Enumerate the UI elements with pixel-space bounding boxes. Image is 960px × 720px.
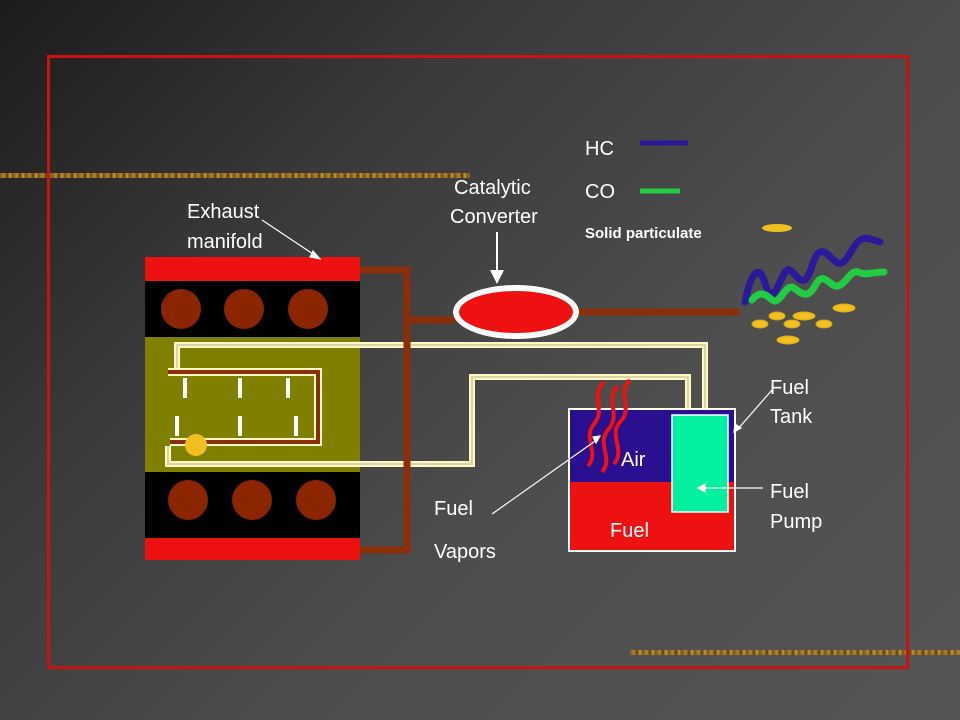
exhaust-manifold-label-line2: manifold — [187, 231, 263, 253]
label-pointers — [261, 219, 773, 515]
cylinder — [161, 289, 201, 329]
tank-fuel-label: Fuel — [610, 520, 649, 542]
cylinder — [224, 289, 264, 329]
decorative-band-bottom — [630, 650, 960, 655]
fuel-rail — [168, 368, 322, 456]
legend-hc-label: HC — [585, 138, 614, 160]
fuel-vapors-label-line2: Vapors — [434, 541, 496, 563]
cylinder — [232, 480, 272, 520]
exhaust-manifold-label-line1: Exhaust — [187, 201, 260, 223]
exhaust-pipes — [360, 266, 740, 554]
engine — [145, 257, 360, 560]
legend-particulate-label: Solid particulate — [585, 225, 702, 242]
legend-co-label: CO — [585, 181, 615, 203]
fuel-tank-label-line1: Fuel — [770, 377, 809, 399]
cylinder — [168, 480, 208, 520]
fuel-tank — [568, 378, 736, 552]
fuel-tank-label-line2: Tank — [770, 406, 813, 428]
cylinder — [288, 289, 328, 329]
slide-frame — [47, 55, 909, 669]
fuel-lines — [165, 342, 708, 467]
engine-block — [145, 337, 360, 472]
vapor-wave — [600, 384, 620, 474]
fuel-injector-node — [185, 434, 207, 456]
converter-arrowhead — [490, 270, 504, 284]
emission-waves — [741, 234, 888, 306]
fuel-pump-label-line1: Fuel — [770, 481, 809, 503]
fuel-pump-label-line2: Pump — [770, 511, 823, 533]
exhaust-manifold-bottom — [145, 538, 360, 560]
particulates — [751, 303, 856, 345]
fuel-pump — [671, 414, 729, 513]
legend-particulate-swatch — [762, 224, 792, 232]
fuel-vapors-label-line1: Fuel — [434, 498, 473, 520]
cylinder — [296, 480, 336, 520]
exhaust-manifold-top — [145, 257, 360, 281]
legend — [640, 140, 792, 232]
vapor-wave — [586, 380, 606, 468]
catalytic-converter — [453, 285, 579, 339]
catalytic-converter-label-line2: Converter — [450, 206, 538, 228]
decorative-band-top — [0, 173, 470, 178]
catalytic-converter-label-line1: Catalytic — [454, 177, 531, 199]
vapor-wave — [612, 378, 632, 466]
tank-air-label: Air — [621, 449, 646, 471]
